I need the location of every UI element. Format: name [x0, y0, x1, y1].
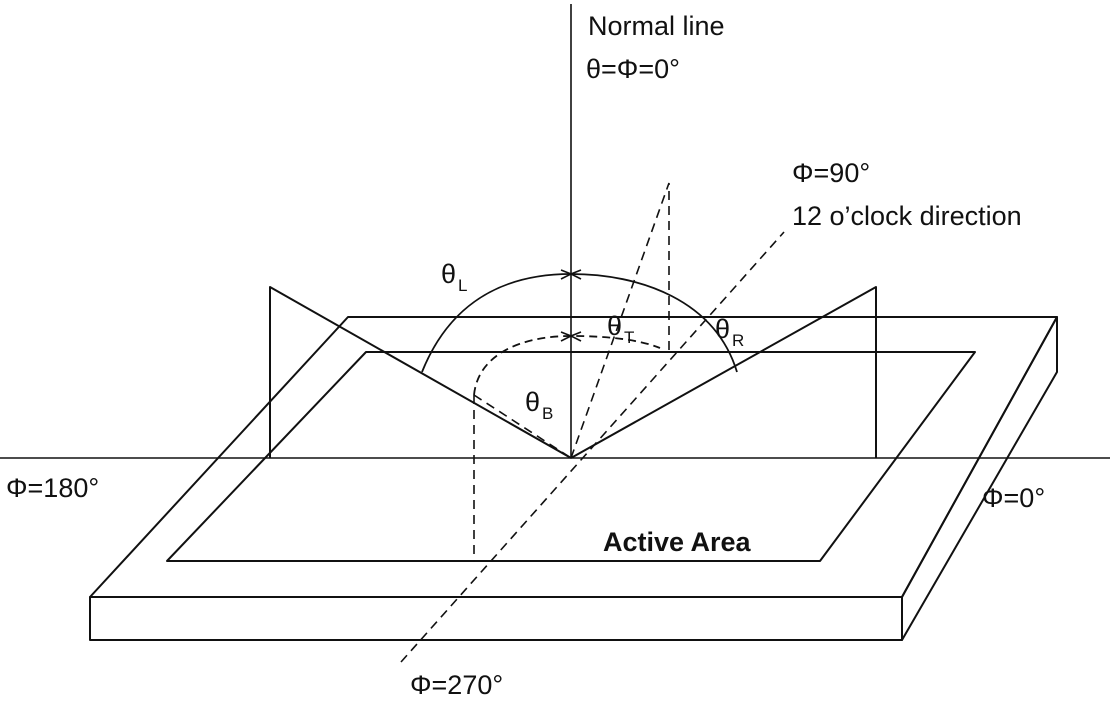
arc-arrow-top-right — [569, 331, 582, 342]
theta-top-subscript: T — [624, 328, 634, 347]
right-viewing-triangle — [570, 286, 877, 459]
panel-side-face — [901, 316, 1058, 641]
phi-90-label: Φ=90° — [792, 158, 870, 188]
phi-270-label: Φ=270° — [410, 670, 503, 700]
theta-right-symbol: θ — [715, 314, 730, 344]
panel-front-face — [89, 596, 903, 641]
theta-top-symbol: θ — [607, 311, 622, 341]
theta-bottom-symbol: θ — [525, 387, 540, 417]
theta-left-right-arc — [421, 273, 738, 373]
panel-slab — [89, 316, 1058, 641]
phi-180-label: Φ=180° — [6, 473, 99, 503]
phi-0-label: Φ=0° — [982, 483, 1045, 513]
twelve-oclock-label: 12 o’clock direction — [792, 201, 1022, 231]
arc-arrow-right — [569, 269, 582, 280]
left-viewing-triangle — [269, 286, 572, 459]
normal-line-label: Normal line — [588, 11, 725, 41]
bottom-viewing-diagonal — [473, 394, 572, 459]
theta-right-subscript: R — [732, 331, 744, 350]
top-viewing-triangle — [570, 182, 670, 459]
theta-left-symbol: θ — [441, 259, 456, 289]
active-area-label: Active Area — [603, 527, 752, 557]
theta-left-subscript: L — [458, 276, 467, 295]
twelve-oclock-direction-line — [400, 231, 785, 663]
active-area-outline — [166, 351, 976, 562]
normal-angle-label: θ=Φ=0° — [586, 54, 680, 84]
theta-bottom-subscript: B — [542, 404, 553, 423]
